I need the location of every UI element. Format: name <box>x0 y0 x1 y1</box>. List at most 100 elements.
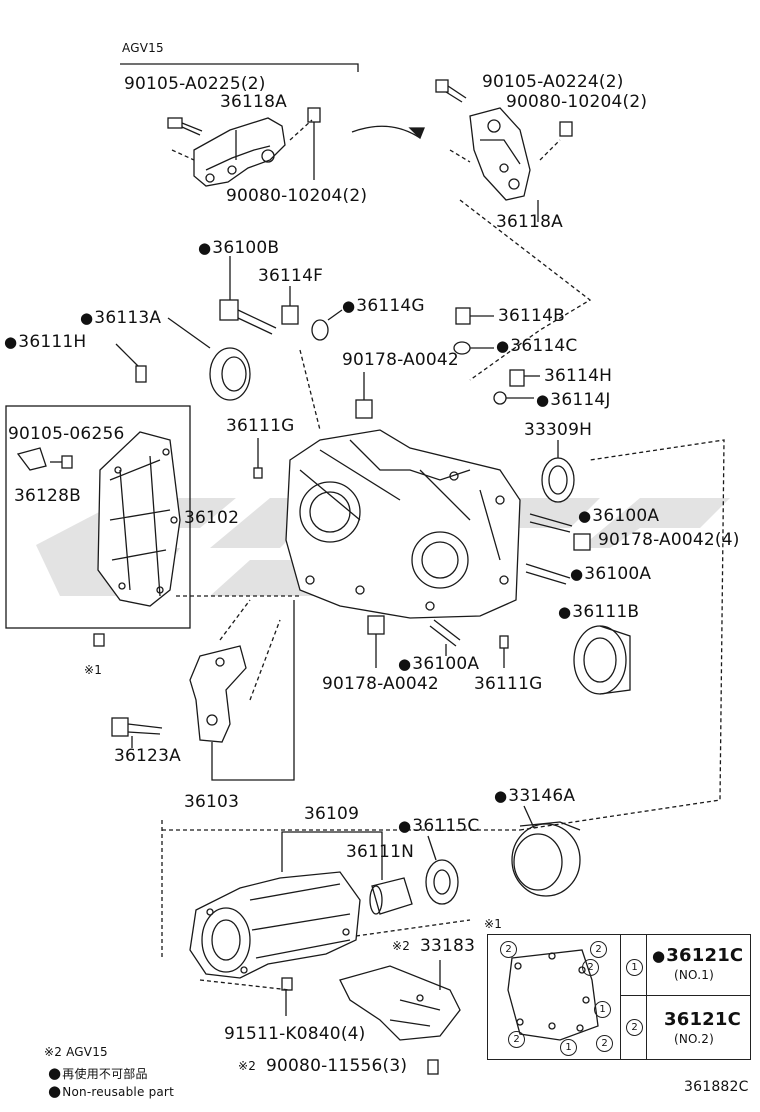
inset-callout-1b: 1 <box>560 1039 577 1056</box>
inset-row1-circle: 1 <box>626 959 643 976</box>
bolt-36100b <box>219 299 277 335</box>
bolt-90105-06256 <box>50 455 73 469</box>
inset-row2-part: 36121C <box>664 1009 742 1030</box>
extension-housing-36109 <box>189 871 361 979</box>
label-36114j: 36114J <box>536 392 611 409</box>
label-36114c: 36114C <box>496 338 577 355</box>
bolt-90105-a0224-right <box>435 79 467 103</box>
figure-code: 361882C <box>684 1079 749 1095</box>
seal-36115c <box>425 859 459 905</box>
seal-36111b <box>573 625 631 695</box>
label-36114f: 36114F <box>258 266 324 286</box>
inset-divider-col <box>646 935 647 1059</box>
inset-callout-2d: 2 <box>508 1031 525 1048</box>
agv15-bracket-frame <box>120 63 359 72</box>
stud-36100a-1 <box>529 513 573 533</box>
label-36111g-bottom: 36111G <box>474 674 543 694</box>
inset-row1-part: 36121C <box>652 947 743 965</box>
stud-36100a-3 <box>429 619 461 647</box>
label-36114h: 36114H <box>544 366 613 386</box>
label-33146a: 33146A <box>494 788 575 805</box>
label-agv15: AGV15 <box>122 41 164 55</box>
label-36111h: 36111H <box>4 334 86 351</box>
plug-36114f <box>281 305 299 325</box>
pin-36111g-bottom <box>499 635 509 649</box>
plug-36114b <box>455 307 471 325</box>
bracket-36118a-left <box>193 117 286 187</box>
inset-row2-sub: (NO.2) <box>674 1032 714 1046</box>
inset-callout-2e: 2 <box>596 1035 613 1052</box>
inset-callout-1a: 1 <box>594 1001 611 1018</box>
stud-36100a-2 <box>525 563 571 585</box>
transfer-case-housing <box>285 429 521 619</box>
bolt-36123a <box>111 717 163 737</box>
bushing-36111n <box>369 877 413 915</box>
nut-90080-right <box>559 121 573 137</box>
legend-nonreuse-en: Non-reusable part <box>48 1084 174 1099</box>
bolt-90080-11556 <box>427 1059 439 1075</box>
label-nut-right: 90080-10204(2) <box>506 92 648 112</box>
inset-callout-2b: 2 <box>590 941 607 958</box>
label-inset-marker: ※1 <box>484 917 503 931</box>
label-36111b: 36111B <box>558 604 639 621</box>
label-36103: 36103 <box>184 792 240 812</box>
label-36128b: 36128B <box>14 486 81 506</box>
inset-callout-2c: 2 <box>582 959 599 976</box>
label-36114g: 36114G <box>342 298 425 315</box>
bolt-note1 <box>93 633 105 647</box>
cover-36102 <box>97 431 181 607</box>
label-33309h: 33309H <box>524 420 593 440</box>
label-nut-left: 90080-10204(2) <box>226 186 368 206</box>
bracket-33183 <box>339 965 461 1041</box>
label-90178-top: 90178-A0042 <box>342 350 459 370</box>
seal-33309h <box>541 457 575 503</box>
inset-callout-2a: 2 <box>500 941 517 958</box>
bearing-33146a <box>511 821 581 897</box>
nut-90178-top <box>355 399 373 419</box>
label-36113a: 36113A <box>80 310 161 327</box>
washer-36114j <box>493 391 507 405</box>
washer-36114g <box>311 319 329 341</box>
label-bolt-left: 90105-A0225(2) <box>124 74 266 94</box>
label-bracket-left: 36118A <box>220 92 287 112</box>
label-36114b: 36114B <box>498 306 565 326</box>
label-36100a-1: 36100A <box>578 508 659 525</box>
inset-bolt-diagram <box>507 949 599 1041</box>
label-90105-06256: 90105-06256 <box>8 424 125 444</box>
label-note2-90080: ※2 <box>238 1059 257 1073</box>
label-note2-33183: ※2 <box>392 939 411 953</box>
nut-90178-bottom <box>367 615 385 635</box>
label-36100b: 36100B <box>198 240 279 257</box>
nut-90178-qty4 <box>573 533 591 551</box>
bolt-91511 <box>281 977 293 991</box>
label-bolt-right: 90105-A0224(2) <box>482 72 624 92</box>
inset-divider-v1 <box>620 935 621 1059</box>
bolt-90105-a0225-left <box>167 117 203 136</box>
transfer-arrow <box>351 125 421 139</box>
seal-36113a <box>209 347 251 401</box>
inset-table: 1 36121C (NO.1) 2 36121C (NO.2) 2 2 2 1 … <box>487 934 751 1060</box>
legend-note2: ※2 AGV15 <box>44 1045 108 1059</box>
bracket-36103 <box>189 645 247 743</box>
legend-nonreuse-jp: 再使用不可部品 <box>48 1066 148 1081</box>
label-36111n: 36111N <box>346 842 414 862</box>
bracket-36128b <box>16 447 47 471</box>
label-90178-qty4: 90178-A0042(4) <box>598 530 740 550</box>
nut-90080-left <box>307 107 321 180</box>
label-36102: 36102 <box>184 508 240 528</box>
inset-divider-h <box>620 995 750 996</box>
label-36100a-2: 36100A <box>570 566 651 583</box>
label-36123a: 36123A <box>114 746 181 766</box>
label-91511: 91511-K0840(4) <box>224 1024 366 1044</box>
label-36115c: 36115C <box>398 818 479 835</box>
label-bracket-right: 36118A <box>496 212 563 232</box>
label-33183: 33183 <box>420 936 476 956</box>
label-90178-bottom: 90178-A0042 <box>322 674 439 694</box>
label-36109: 36109 <box>304 804 360 824</box>
inset-row1-sub: (NO.1) <box>674 968 714 982</box>
label-36111g-top: 36111G <box>226 416 295 436</box>
pin-36111g-top <box>253 467 263 479</box>
label-note1-marker: ※1 <box>84 663 103 677</box>
cover-group-frame <box>5 405 191 629</box>
